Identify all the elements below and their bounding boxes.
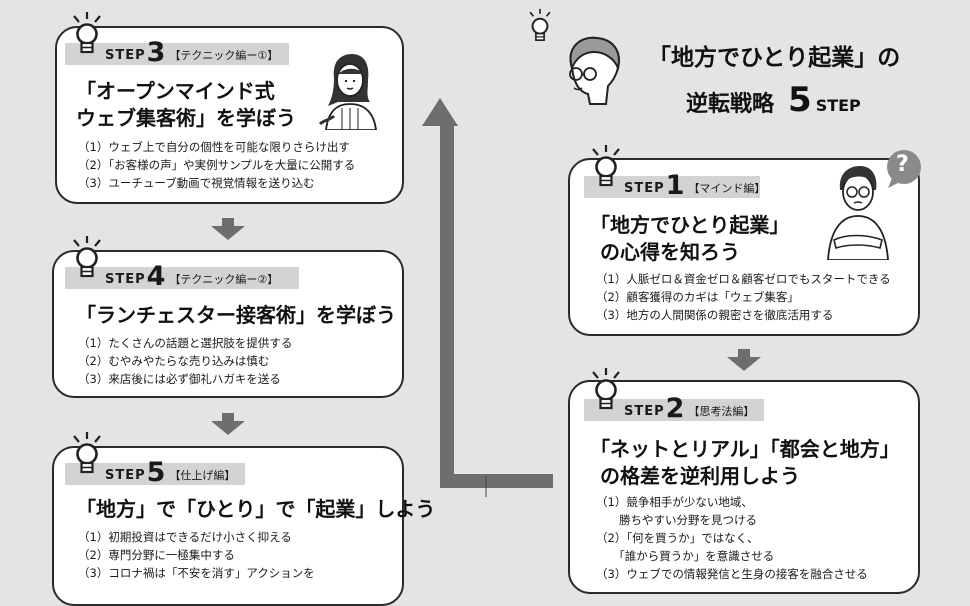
step-3-number: 3: [146, 37, 166, 68]
step-1-subtitle: 【マインド編】: [688, 182, 766, 195]
step-2-bulb-icon: [589, 368, 623, 414]
step-5-word: STEP: [105, 468, 146, 483]
step-3-word: STEP: [105, 48, 146, 63]
question-mark: ?: [896, 152, 909, 177]
step-4-item-3: （3）来店後には必ず御礼ハガキを送る: [78, 372, 281, 386]
step-3-items: （1）ウェブ上で自分の個性を可能な限りさらけ出す （2）「お客様の声」や実例サン…: [78, 138, 355, 192]
step-4-word: STEP: [105, 272, 146, 287]
step-1-items: （1）人脈ゼロ＆資金ゼロ＆顧客ゼロでもスタートできる （2）顧客獲得のカギは「ウ…: [596, 270, 891, 324]
step-1-word: STEP: [624, 181, 665, 196]
diagram-title-line1: 「地方でひとり起業」の: [648, 45, 901, 71]
step-4-subtitle: 【テクニック編ー②】: [169, 273, 279, 286]
idea-bulb-icon: [526, 8, 554, 46]
step-1-heading-line1: 「地方でひとり起業」: [590, 213, 790, 237]
step-2-item-4: 「誰から買うか」を意識させる: [596, 549, 775, 563]
step-5-items: （1）初期投資はできるだけ小さく抑える （2）専門分野に一極集中する （3）コロ…: [78, 528, 315, 582]
step-2-heading-line1: 「ネットとリアル」「都会と地方」: [590, 437, 900, 461]
step-1-item-1: （1）人脈ゼロ＆資金ゼロ＆顧客ゼロでもスタートできる: [596, 272, 891, 286]
thinking-man-illustration: [560, 28, 630, 108]
step-5-number: 5: [146, 457, 166, 488]
step-5-subtitle: 【仕上げ編】: [169, 469, 236, 482]
step-4-item-1: （1）たくさんの話題と選択肢を提供する: [78, 336, 293, 350]
step-2-heading-line2: の格差を逆利用しよう: [600, 464, 800, 488]
step-5-bulb-icon: [70, 432, 104, 478]
step-3-item-1: （1）ウェブ上で自分の個性を可能な限りさらけ出す: [78, 140, 350, 154]
step-5-item-3: （3）コロナ禍は「不安を消す」アクションを: [78, 566, 315, 580]
down-arrow-step1-to-step2: [727, 349, 761, 371]
woman-illustration: [316, 50, 382, 131]
step-1-number: 1: [665, 170, 685, 201]
step-4-bulb-icon: [70, 236, 104, 282]
step-2-number: 2: [665, 393, 685, 424]
step-4-item-2: （2）むやみやたらな売り込みは慎む: [78, 354, 270, 368]
step-1-bulb-icon: [589, 145, 623, 191]
step-5-tag: STEP 5 【仕上げ編】: [65, 457, 245, 488]
step-1-tag: STEP 1 【マインド編】: [584, 170, 765, 201]
step-5-item-1: （1）初期投資はできるだけ小さく抑える: [78, 530, 292, 544]
step-2-items: （1）競争相手が少ない地域、 勝ちやすい分野を見つける （2）「何を買うか」では…: [596, 493, 868, 583]
diagram-title-line2: 逆転戦略 5 STEP: [686, 80, 861, 120]
step-2-subtitle: 【思考法編】: [688, 405, 755, 418]
step-3-tag: STEP 3 【テクニック編ー①】: [65, 37, 289, 68]
step-3-item-2: （2）「お客様の声」や実例サンプルを大量に公開する: [78, 158, 356, 172]
step-1-item-3: （3）地方の人間関係の親密さを徹底活用する: [596, 308, 834, 322]
step-1-heading: 「地方でひとり起業」 の心得を知ろう: [590, 212, 789, 266]
step-3-heading: 「オープンマインド式 ウェブ集客術」を学ぼう: [76, 78, 296, 132]
step-1-item-2: （2）顧客獲得のカギは「ウェブ集客」: [596, 290, 799, 304]
step-3-bulb-icon: [70, 12, 104, 58]
title-step-count: 5: [788, 80, 812, 120]
step-5-heading-line1: 「地方」で「ひとり」で「起業」しよう: [76, 497, 436, 521]
step-3-heading-line2: ウェブ集客術」を学ぼう: [76, 106, 296, 130]
step-3-subtitle: 【テクニック編ー①】: [169, 49, 279, 62]
step-2-heading: 「ネットとリアル」「都会と地方」 の格差を逆利用しよう: [590, 436, 900, 490]
title-strategy-text: 逆転戦略: [686, 92, 775, 117]
step-4-items: （1）たくさんの話題と選択肢を提供する （2）むやみやたらな売り込みは慎む （3…: [78, 334, 292, 388]
step-2-item-1: （1）競争相手が少ない地域、: [596, 495, 753, 509]
step-2-item-3: （2）「何を買うか」ではなく、: [596, 531, 759, 545]
title-step-word: STEP: [815, 96, 861, 115]
question-bubble-icon: ?: [882, 148, 924, 190]
down-arrow-step4-to-step5: [211, 413, 245, 435]
step-4-tag: STEP 4 【テクニック編ー②】: [65, 261, 299, 292]
step-2-item-2: 勝ちやすい分野を見つける: [596, 513, 757, 527]
step-2-item-5: （3）ウェブでの情報発信と生身の接客を融合させる: [596, 567, 868, 581]
step-1-heading-line2: の心得を知ろう: [600, 240, 740, 264]
step-5-item-2: （2）専門分野に一極集中する: [78, 548, 235, 562]
step-4-heading: 「ランチェスター接客術」を学ぼう: [76, 302, 396, 329]
step-2-word: STEP: [624, 404, 665, 419]
step-3-item-3: （3）ユーチューブ動画で視覚情報を送り込む: [78, 176, 315, 190]
step-5-heading: 「地方」で「ひとり」で「起業」しよう: [76, 496, 435, 523]
worried-man-illustration: [822, 160, 892, 261]
step-4-heading-line1: 「ランチェスター接客術」を学ぼう: [76, 303, 396, 327]
down-arrow-step3-to-step4: [211, 218, 245, 240]
step-3-heading-line1: 「オープンマインド式: [76, 79, 275, 103]
step-4-number: 4: [146, 261, 166, 292]
step-2-tag: STEP 2 【思考法編】: [584, 393, 764, 424]
